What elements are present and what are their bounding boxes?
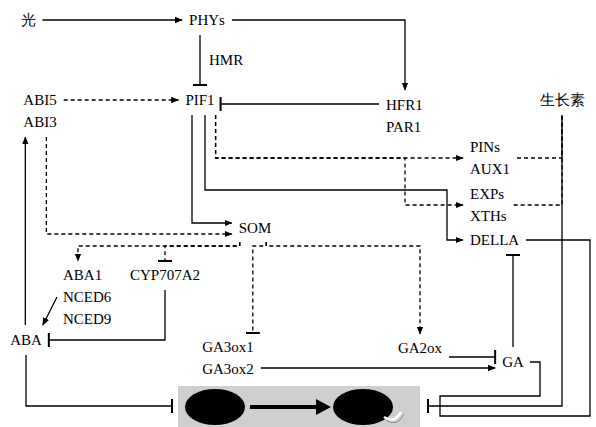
della-inhibition-line — [440, 240, 590, 416]
activation-connector — [261, 367, 495, 368]
hormone-label: GA — [499, 350, 527, 374]
germination-arrowhead — [316, 399, 331, 415]
activation-connector — [216, 115, 463, 158]
gene-label: GA2ox — [395, 336, 445, 360]
node-text: PHYs — [189, 9, 225, 31]
gene-label: HFR1PAR1 — [383, 93, 426, 139]
inhibition-connector — [253, 242, 266, 333]
hormone-label: ABA — [7, 328, 45, 352]
node-text: HFR1 — [386, 94, 423, 116]
gene-label: CYP707A2 — [127, 263, 203, 287]
hormone-label: 生长素 — [537, 88, 588, 112]
activation-connector — [43, 297, 57, 325]
activation-connector — [78, 242, 240, 261]
activation-connector — [232, 20, 405, 90]
inhibition-connector — [165, 242, 240, 261]
radicle-outline — [386, 414, 404, 423]
node-text: NCED6 — [63, 286, 111, 308]
activation-connector — [266, 242, 420, 334]
node-text: CYP707A2 — [130, 264, 200, 286]
inhibition-connector — [512, 255, 513, 347]
node-text: XTHs — [470, 205, 507, 227]
gene-label: ABA1NCED6NCED9 — [60, 263, 114, 331]
node-text: GA3ox2 — [202, 358, 254, 380]
node-text: GA — [502, 351, 524, 373]
node-text: GA2ox — [398, 337, 442, 359]
gene-label: EXPsXTHs — [467, 182, 510, 228]
gene-label: ABI5ABI3 — [20, 88, 59, 134]
activation-connector — [514, 115, 562, 205]
activation-connector — [25, 137, 26, 325]
activation-connector — [64, 99, 179, 100]
inhibition-connector — [199, 35, 200, 85]
activation-connector — [205, 115, 463, 240]
inhibition-connector — [221, 103, 379, 104]
node-text: SOM — [239, 217, 272, 239]
node-text: ABI5 — [23, 89, 56, 111]
node-text: ABI3 — [23, 111, 56, 133]
germinating-seed — [333, 389, 393, 425]
activation-connector — [192, 115, 232, 223]
aba-inhibition-line — [26, 355, 172, 406]
node-text: PAR1 — [386, 116, 423, 138]
node-text: ABA1 — [63, 264, 111, 286]
auxin-inhibition-line — [428, 116, 562, 406]
activation-connector — [46, 137, 231, 234]
germination-arrow — [250, 405, 318, 409]
seed-panel — [178, 386, 420, 427]
node-text: EXPs — [470, 183, 507, 205]
gene-label: GA3ox1GA3ox2 — [199, 335, 257, 381]
activation-connector — [216, 115, 463, 205]
receptor-label: PHYs — [186, 8, 228, 32]
activation-connector — [43, 19, 183, 20]
radicle — [384, 412, 401, 420]
edge-label: HMR — [207, 51, 245, 69]
node-text: PIF1 — [185, 89, 214, 111]
dormant-seed — [185, 389, 245, 425]
signal-label: 光 — [18, 8, 39, 32]
gene-label: PINsAUX1 — [467, 135, 513, 181]
node-text: DELLA — [470, 229, 519, 251]
node-text: AUX1 — [470, 158, 510, 180]
activation-connector — [517, 115, 562, 158]
gene-label: PIF1 — [182, 88, 217, 112]
inhibition-connector — [449, 356, 495, 357]
node-text: 光 — [21, 9, 36, 31]
node-text: 生长素 — [540, 89, 585, 111]
node-text: PINs — [470, 136, 510, 158]
gene-label: DELLA — [467, 228, 522, 252]
node-text: GA3ox1 — [202, 336, 254, 358]
gene-label: SOM — [236, 216, 275, 240]
node-text: NCED9 — [63, 308, 111, 330]
node-text: ABA — [10, 329, 42, 351]
connectors — [25, 20, 562, 368]
